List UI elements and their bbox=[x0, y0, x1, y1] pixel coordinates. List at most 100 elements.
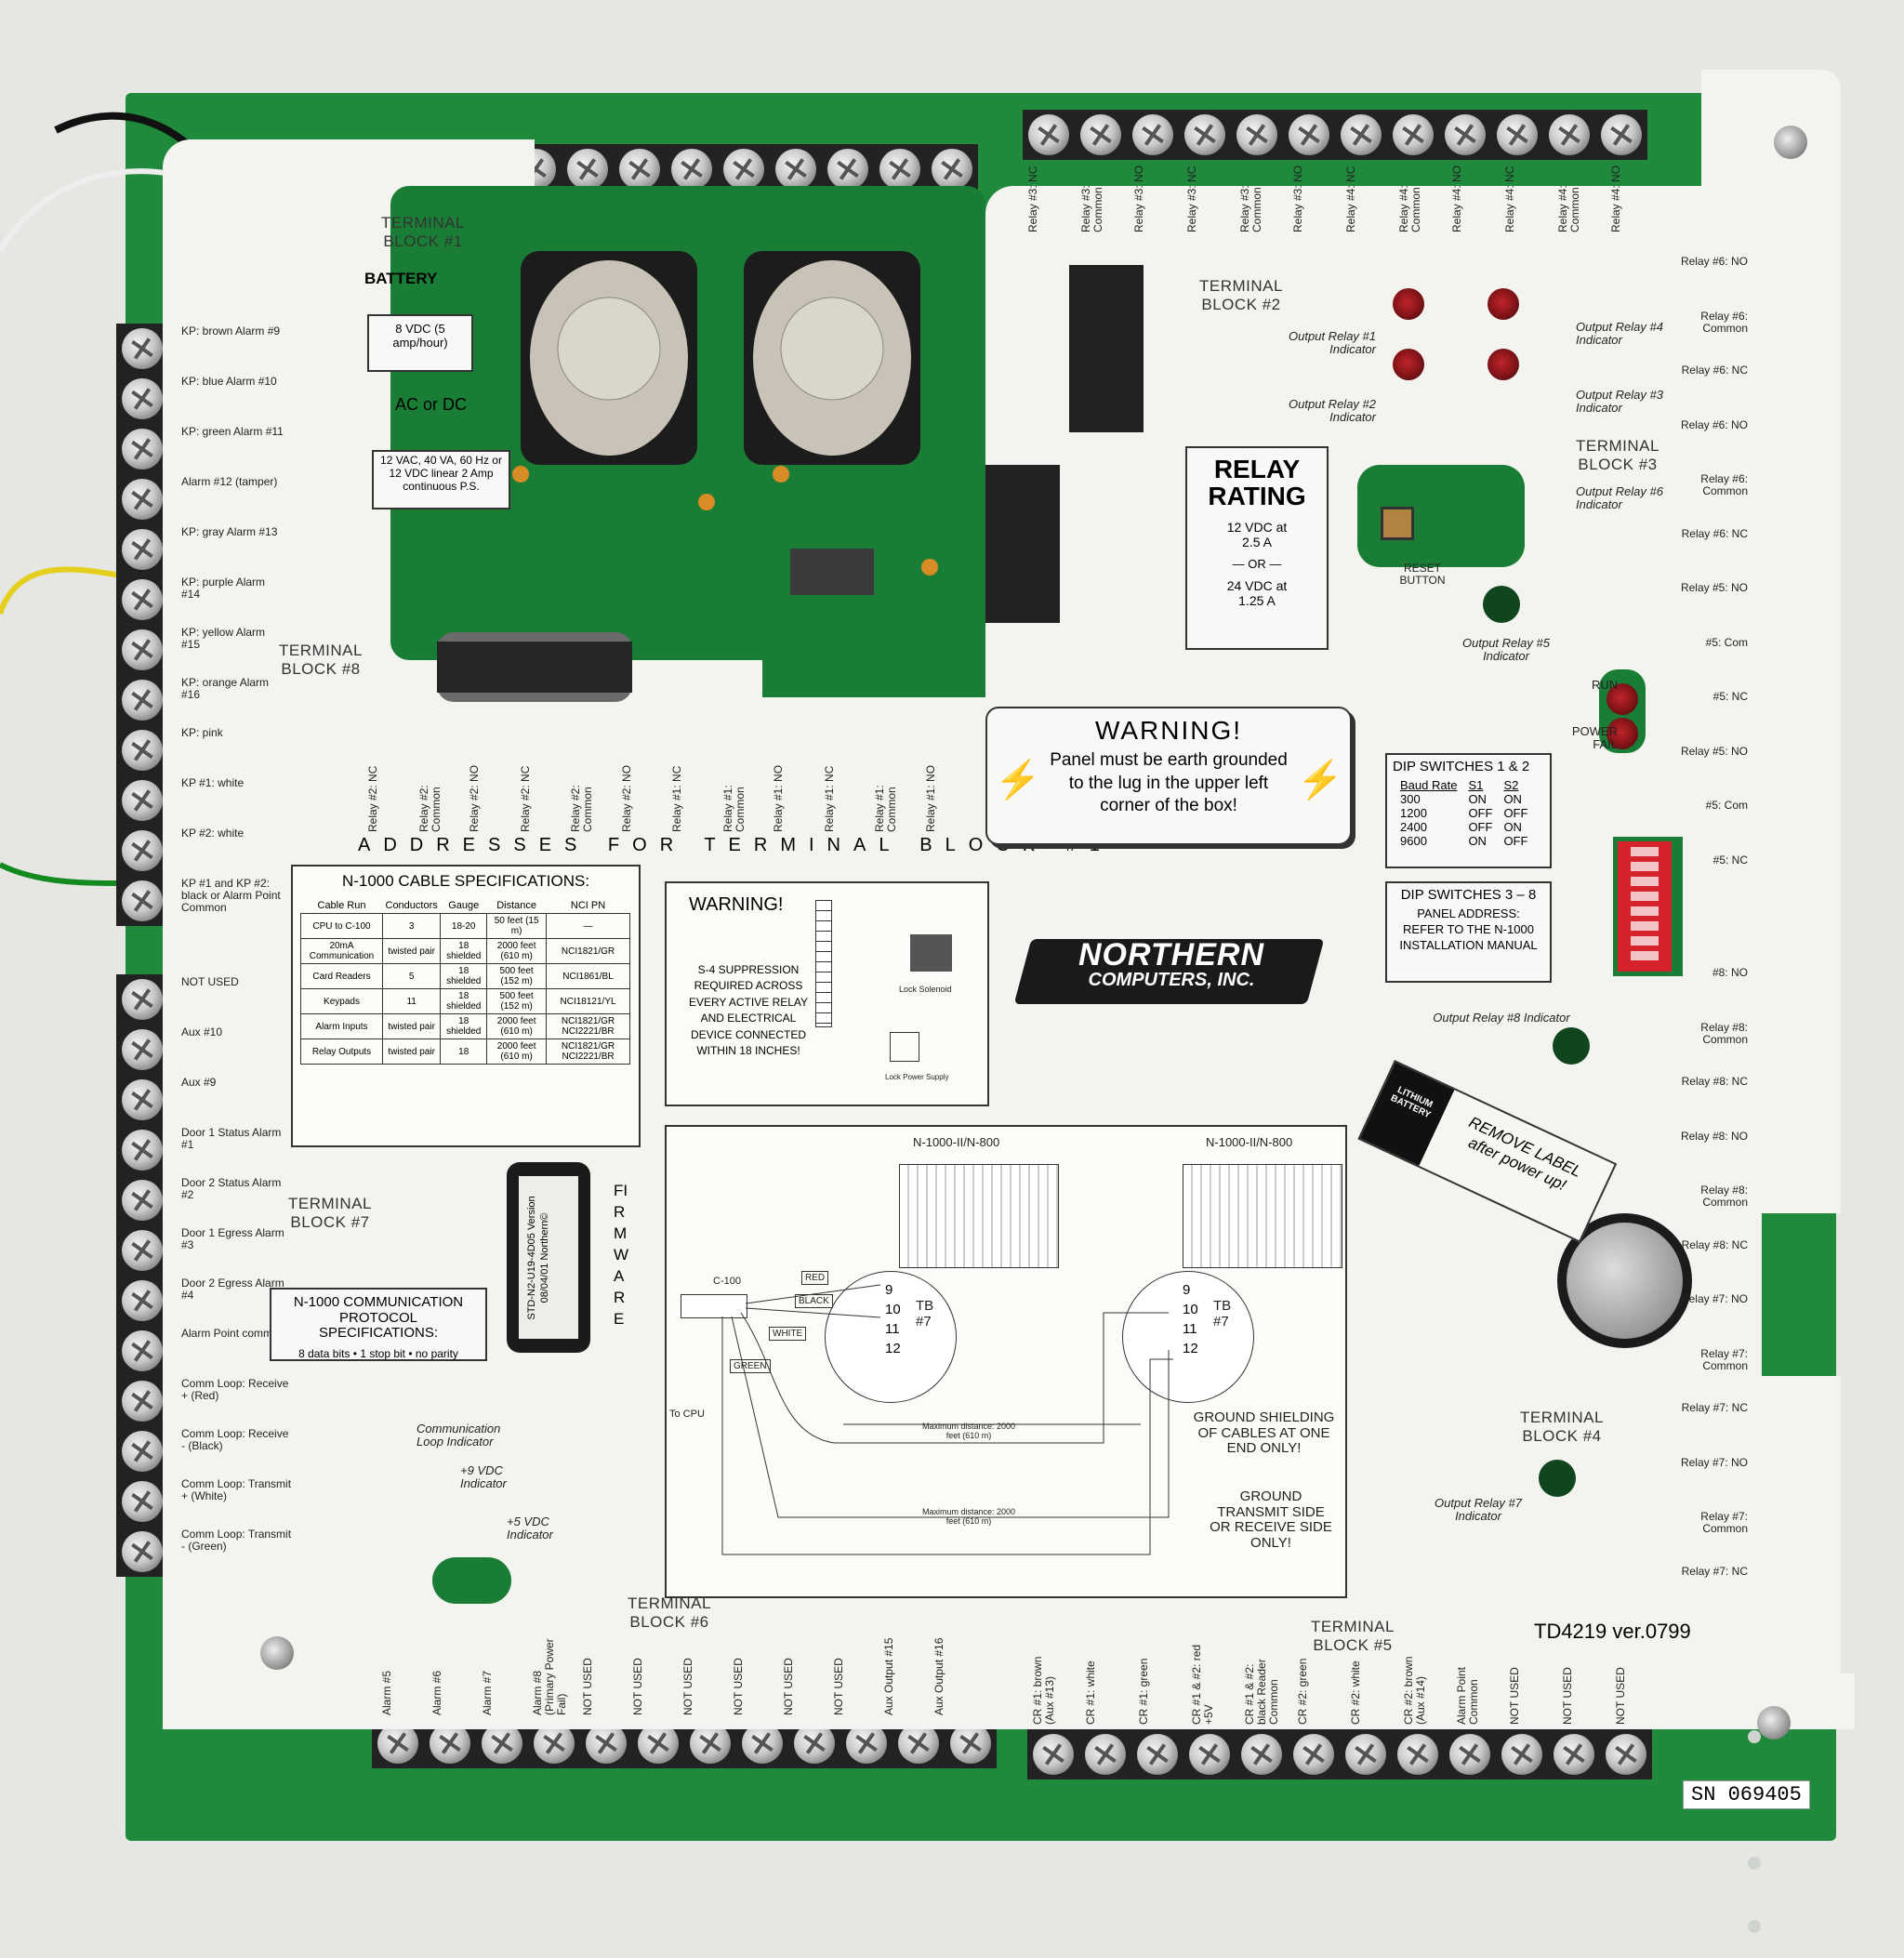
terminal-screw[interactable] bbox=[723, 149, 764, 190]
terminal-screw[interactable] bbox=[122, 479, 163, 520]
terminal-screw[interactable] bbox=[1345, 1734, 1386, 1775]
terminal-screw[interactable] bbox=[122, 378, 163, 419]
terminal-label: Relay #5: NO bbox=[1680, 581, 1748, 594]
terminal-screw[interactable] bbox=[775, 149, 816, 190]
relay3-indicator-label: Output Relay #3 Indicator bbox=[1576, 388, 1663, 416]
terminal-label: KP: yellow Alarm #15 bbox=[181, 626, 266, 652]
terminal-screw[interactable] bbox=[742, 1723, 783, 1764]
terminal-screw[interactable] bbox=[1549, 114, 1590, 155]
terminal-label: Relay #5: NO bbox=[1680, 744, 1748, 758]
power-fail-led bbox=[1606, 718, 1638, 749]
mounting-screw bbox=[260, 1636, 294, 1670]
terminal-screw[interactable] bbox=[567, 149, 608, 190]
terminal-screw[interactable] bbox=[1445, 114, 1486, 155]
terminal-screw[interactable] bbox=[122, 1029, 163, 1070]
terminal-screw[interactable] bbox=[1393, 114, 1434, 155]
terminal-screw[interactable] bbox=[122, 780, 163, 821]
terminal-screw[interactable] bbox=[1184, 114, 1225, 155]
lock-solenoid-icon bbox=[910, 934, 952, 972]
terminal-screw[interactable] bbox=[932, 149, 972, 190]
terminal-pin[interactable] bbox=[1748, 1920, 1761, 1933]
terminal-screw[interactable] bbox=[950, 1723, 991, 1764]
terminal-screw[interactable] bbox=[122, 1230, 163, 1271]
terminal-screw[interactable] bbox=[1085, 1734, 1126, 1775]
dip-switch-key[interactable] bbox=[1631, 892, 1659, 901]
tb-label-b: TB #7 bbox=[1213, 1298, 1232, 1330]
terminal-screw[interactable] bbox=[1606, 1734, 1646, 1775]
terminal-screw[interactable] bbox=[122, 1330, 163, 1371]
terminal-screw[interactable] bbox=[1033, 1734, 1074, 1775]
terminal-screw[interactable] bbox=[1293, 1734, 1334, 1775]
terminal-screw[interactable] bbox=[482, 1723, 522, 1764]
terminal-screw[interactable] bbox=[671, 149, 712, 190]
terminal-screw[interactable] bbox=[534, 1723, 575, 1764]
dip-switch-key[interactable] bbox=[1631, 951, 1659, 960]
terminal-screw[interactable] bbox=[827, 149, 868, 190]
dip-switch-key[interactable] bbox=[1631, 921, 1659, 931]
terminal-screw[interactable] bbox=[122, 1431, 163, 1472]
terminal-screw[interactable] bbox=[879, 149, 920, 190]
terminal-screw[interactable] bbox=[1397, 1734, 1438, 1775]
terminal-screw[interactable] bbox=[619, 149, 660, 190]
terminal-screw[interactable] bbox=[1080, 114, 1121, 155]
terminal-screw[interactable] bbox=[122, 880, 163, 921]
terminal-screw[interactable] bbox=[122, 1079, 163, 1120]
terminal-label: NOT USED bbox=[1508, 1667, 1521, 1725]
terminal-pin[interactable] bbox=[1748, 1857, 1761, 1870]
terminal-screw[interactable] bbox=[122, 1381, 163, 1422]
dip-switch-key[interactable] bbox=[1631, 847, 1659, 856]
firmware-chip-label-bg bbox=[519, 1176, 578, 1339]
terminal-screw[interactable] bbox=[122, 429, 163, 470]
terminal-screw[interactable] bbox=[122, 1130, 163, 1171]
dip-switch-key[interactable] bbox=[1631, 936, 1659, 946]
terminal-screw[interactable] bbox=[1501, 1734, 1542, 1775]
terminal-screw[interactable] bbox=[122, 830, 163, 871]
terminal-label: NOT USED bbox=[732, 1658, 745, 1715]
battery-spec: 8 VDC (5 amp/hour) bbox=[367, 314, 473, 372]
terminal-screw[interactable] bbox=[690, 1723, 731, 1764]
terminal-screw[interactable] bbox=[1554, 1734, 1594, 1775]
terminal-label: KP: purple Alarm #14 bbox=[181, 575, 266, 602]
panel-a-board bbox=[899, 1164, 1059, 1268]
terminal-screw[interactable] bbox=[794, 1723, 835, 1764]
terminal-screw[interactable] bbox=[1189, 1734, 1230, 1775]
dip-switch-key[interactable] bbox=[1631, 877, 1659, 886]
terminal-screw[interactable] bbox=[1137, 1734, 1178, 1775]
reset-button[interactable] bbox=[1381, 507, 1414, 540]
terminal-screw[interactable] bbox=[122, 328, 163, 369]
terminal-screw[interactable] bbox=[377, 1723, 418, 1764]
terminal-screw[interactable] bbox=[898, 1723, 939, 1764]
terminal-screw[interactable] bbox=[586, 1723, 627, 1764]
terminal-screw[interactable] bbox=[430, 1723, 470, 1764]
terminal-screw[interactable] bbox=[1449, 1734, 1490, 1775]
terminal-screw[interactable] bbox=[122, 730, 163, 771]
terminal-screw[interactable] bbox=[122, 1481, 163, 1522]
terminal-screw[interactable] bbox=[1241, 1734, 1282, 1775]
terminal-screw[interactable] bbox=[1028, 114, 1069, 155]
terminal-screw[interactable] bbox=[122, 979, 163, 1020]
terminal-screw[interactable] bbox=[1289, 114, 1329, 155]
terminal-screw[interactable] bbox=[122, 1180, 163, 1221]
wiring-lines bbox=[721, 1284, 1173, 1555]
terminal-screw[interactable] bbox=[122, 579, 163, 620]
terminal-screw[interactable] bbox=[638, 1723, 679, 1764]
terminal-number: 9 bbox=[885, 1282, 893, 1298]
dip-switch-key[interactable] bbox=[1631, 906, 1659, 916]
dip-switch-key[interactable] bbox=[1631, 862, 1659, 871]
terminal-label: Relay #2: NC bbox=[366, 765, 379, 832]
c100-label: C-100 bbox=[713, 1276, 741, 1287]
terminal-screw[interactable] bbox=[122, 629, 163, 670]
terminal-screw[interactable] bbox=[1236, 114, 1277, 155]
terminal-screw[interactable] bbox=[1132, 114, 1173, 155]
terminal-screw[interactable] bbox=[122, 1531, 163, 1572]
terminal-screw[interactable] bbox=[846, 1723, 887, 1764]
terminal-screw[interactable] bbox=[1341, 114, 1382, 155]
dip-switch[interactable] bbox=[1618, 841, 1672, 972]
terminal-screw[interactable] bbox=[122, 1280, 163, 1321]
terminal-screw[interactable] bbox=[1497, 114, 1538, 155]
terminal-pin[interactable] bbox=[1748, 1730, 1761, 1743]
terminal-screw[interactable] bbox=[1601, 114, 1642, 155]
terminal-screw[interactable] bbox=[122, 529, 163, 570]
terminal-label: NOT USED bbox=[681, 1658, 694, 1715]
terminal-screw[interactable] bbox=[122, 680, 163, 721]
